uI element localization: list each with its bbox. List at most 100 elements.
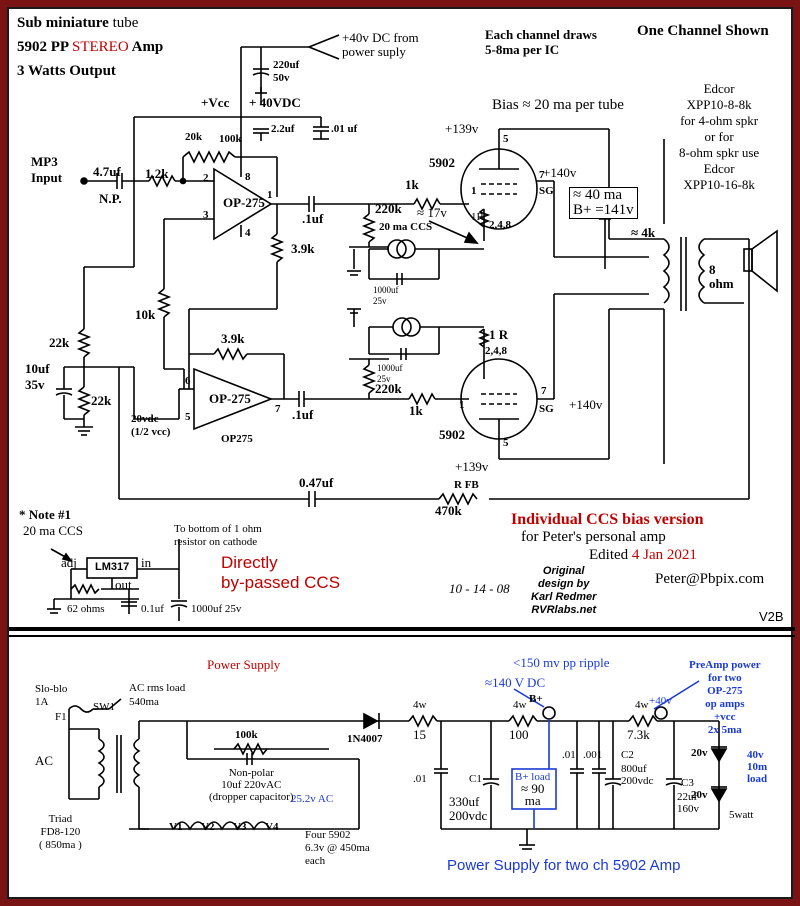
ps-load-title: B+ load (515, 771, 551, 783)
tube-bottom-name: 5902 (439, 427, 465, 442)
bias-note: Bias ≈ 20 ma per tube (492, 97, 624, 113)
note1-cap1: 0.1uf (141, 603, 164, 615)
tube-bottom-pin5: 5 (503, 437, 509, 449)
speaker-label: 8 ohm (709, 262, 734, 291)
tube-bottom-grid-leak: 220k (375, 381, 402, 396)
ps-ac-v: 25.2v AC (291, 793, 334, 805)
ps-c01b: .01 (562, 749, 576, 761)
ps-r2: 100 (509, 727, 529, 742)
title-line2b: STEREO (72, 39, 129, 55)
tube-bottom-pin1: 1 (459, 399, 465, 411)
heater-v2: V2 (201, 821, 215, 833)
tube-bottom-bplus: +139v (455, 459, 489, 474)
fb-r-label: R FB (454, 479, 479, 491)
title-line3: 3 Watts Output (17, 63, 116, 79)
r-10k-label: 10k (135, 307, 156, 322)
tube-bottom-pin248: 2,4,8 (485, 345, 507, 357)
r-20k-label: 20k (185, 131, 203, 143)
ref-voltage-label: 20vdc (1/2 vcc) (131, 413, 171, 438)
fb-r-value: 470k (435, 503, 462, 518)
signature-date: 10 - 14 - 08 (449, 581, 510, 596)
ps-r3-w: 4w (635, 699, 649, 711)
ccs-label: 20 ma CCS (379, 221, 433, 233)
ps-title: Power Supply (207, 657, 281, 672)
tube-top-name: 5902 (429, 155, 455, 170)
note1-to-label: To bottom of 1 ohm resistor on cathode (174, 523, 262, 548)
ps-dropper-r: 100k (235, 729, 258, 741)
ps-load-value: ≈ 90 ma (521, 781, 545, 808)
draw-note: Each channel draws 5-8ma per IC (485, 27, 597, 57)
ps-c001: .001 (583, 749, 603, 761)
input-cap-type: N.P. (99, 191, 122, 206)
tube-top-cathode-r: 1R (471, 211, 484, 223)
ps-c01a: .01 (413, 773, 427, 785)
ps-heater-note: Four 5902 6.3v @ 450ma each (305, 829, 370, 867)
note1-subtitle: 20 ma CCS (23, 523, 83, 538)
ps-bplus: B+ (529, 693, 543, 705)
tube-top-bypass-cap: 1000uf 25v (373, 285, 399, 306)
title-line2a: 5902 PP (17, 39, 69, 55)
opamp-bottom-part: OP275 (221, 433, 253, 445)
title-line1b: tube (112, 15, 139, 31)
tube-bottom-bypass-cap: 1000uf 25v (377, 363, 403, 384)
ps-zener-w: 5watt (729, 809, 754, 821)
cap-01uf-top-label: .1uf (302, 211, 324, 226)
ps-switch: SW1 (93, 701, 115, 713)
r-22k-bottom-label: 22k (91, 393, 112, 408)
note1-title: * Note #1 (19, 507, 71, 522)
heater-v3: V3 (233, 821, 247, 833)
title-line2: 5902 PP STEREO Amp (17, 39, 163, 56)
ps-zener-total: 40v 10m load (747, 749, 768, 785)
ps-r1-w: 4w (413, 699, 427, 711)
fb-cap-label: 0.47uf (299, 475, 334, 490)
cathode-voltage: ≈ 17v (417, 205, 447, 220)
opamp-top-pin8: 8 (245, 171, 251, 183)
cap-2u2-label: 2.2uf (271, 123, 295, 135)
ps-c3-label: C3 (681, 777, 694, 789)
heater-v1: V1 (169, 821, 183, 833)
input-label: MP3 Input (31, 154, 63, 185)
note1-resistor: 62 ohms (67, 603, 105, 615)
lm317-adj: adj (61, 555, 77, 570)
tube-top-pin5: 5 (503, 133, 509, 145)
title-line1: Sub miniature tube (17, 15, 138, 32)
opamp-top-pin1: 1 (267, 189, 273, 201)
tube-top-sg-voltage: +140v (543, 165, 577, 180)
opamp-top-pin3: 3 (203, 209, 209, 221)
ps-zener1: 20v (691, 747, 708, 759)
tube-top-grid-r: 1k (405, 177, 419, 192)
title-line2c: Amp (131, 39, 164, 55)
note1-cap2: 1000uf 25v (191, 603, 242, 615)
email: Peter@Pbpix.com (655, 571, 765, 587)
lm317-label: LM317 (95, 561, 130, 573)
cap-10uf-label: 10uf 35v (25, 361, 50, 392)
edited-label: Edited (589, 547, 629, 563)
ps-c3: 22uf 160v (677, 791, 699, 815)
ps-zener2: 20v (691, 789, 708, 801)
current-box: ≈ 40 ma B+ =141v (569, 187, 638, 219)
ps-preamp-note: PreAmp power for two OP-275 op amps +vcc… (689, 659, 761, 736)
original-credit: Original design by Karl Redmer RVRlabs.n… (531, 565, 597, 616)
tube-bottom-sg-voltage: +140v (569, 397, 603, 412)
cap-01uf-bottom-label: .1uf (292, 407, 314, 422)
r-3k9-top-label: 3.9k (291, 241, 315, 256)
tube-top-grid-leak: 220k (375, 201, 402, 216)
ps-c2: 800uf 200vdc (621, 763, 654, 787)
title-line1a: Sub miniature (17, 15, 109, 31)
tube-top-bplus: +139v (445, 121, 479, 136)
tube-bottom-cathode-r: 1 R (489, 327, 509, 342)
schematic-wiring (9, 34, 795, 850)
transformer-note: Edcor XPP10-8-8k for 4-ohm spkr or for 8… (679, 81, 760, 192)
opamp-bottom-pin6: 6 (185, 375, 191, 387)
input-cap-label: 4.7uf (93, 164, 121, 179)
ps-dropper-cap: Non-polar 10uf 220vAC (dropper capacitor… (209, 767, 294, 803)
ps-fuse: Slo-blo 1A (35, 683, 68, 708)
ps-v40: +40v (649, 695, 672, 707)
version-code: V2B (759, 609, 784, 624)
ps-diode: 1N4007 (347, 733, 383, 745)
ps-ac-load: AC rms load 540ma (129, 682, 186, 708)
version-title: Individual CCS bias version (511, 511, 704, 528)
ps-c2-label: C2 (621, 749, 634, 761)
r-100k-label: 100k (219, 133, 242, 145)
